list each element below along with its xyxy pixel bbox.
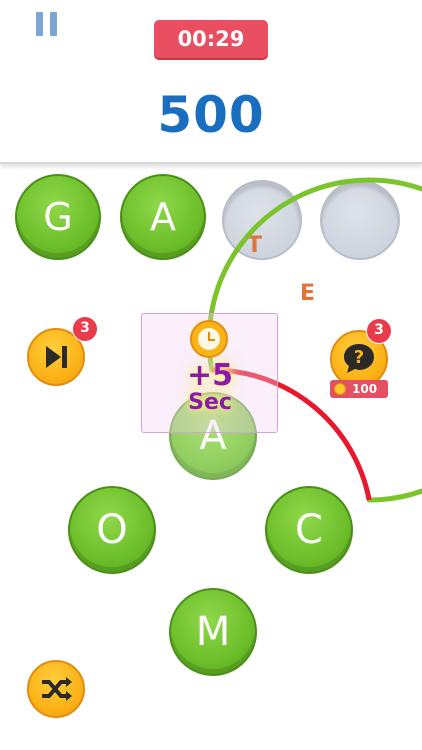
flying-letter: T <box>247 233 263 258</box>
answer-slot-4 <box>320 180 400 260</box>
wheel-letter-a[interactable]: A <box>169 392 257 480</box>
skip-forward-icon <box>46 346 67 368</box>
score-display: 500 <box>157 86 265 144</box>
pause-icon-bar-right <box>50 12 57 36</box>
hint-cost-label: 100 <box>330 380 388 398</box>
timer-ring-arcs <box>206 177 422 503</box>
game-header: 00:29 500 <box>0 0 422 164</box>
skip-count-badge: 3 <box>72 316 98 342</box>
coin-icon <box>334 383 346 395</box>
time-bonus-amount: +5 <box>186 358 233 393</box>
answer-slot-2: A <box>120 174 206 260</box>
pause-icon-bar-left <box>36 12 43 36</box>
hint-cost-value: 100 <box>352 382 378 396</box>
wheel-letter-o[interactable]: O <box>68 486 156 574</box>
time-bonus-unit: Sec <box>188 390 232 415</box>
timer-ring-elapsed <box>211 367 372 501</box>
wheel-letter-m[interactable]: M <box>169 588 257 676</box>
flying-letter: E <box>300 281 316 306</box>
wheel-letter-c[interactable]: C <box>265 486 353 574</box>
shuffle-icon <box>42 677 72 701</box>
svg-text:?: ? <box>354 347 364 368</box>
timer-ring-remaining <box>206 177 422 503</box>
time-bonus-text: +5 Sec <box>160 360 260 414</box>
clock-icon <box>190 320 228 358</box>
shuffle-button[interactable] <box>27 660 85 718</box>
question-bubble-icon: ? <box>344 344 374 373</box>
timer-display: 00:29 <box>154 20 268 58</box>
hint-count-badge: 3 <box>366 318 392 344</box>
answer-slot-1: G <box>15 174 101 260</box>
pause-button[interactable] <box>36 12 60 36</box>
